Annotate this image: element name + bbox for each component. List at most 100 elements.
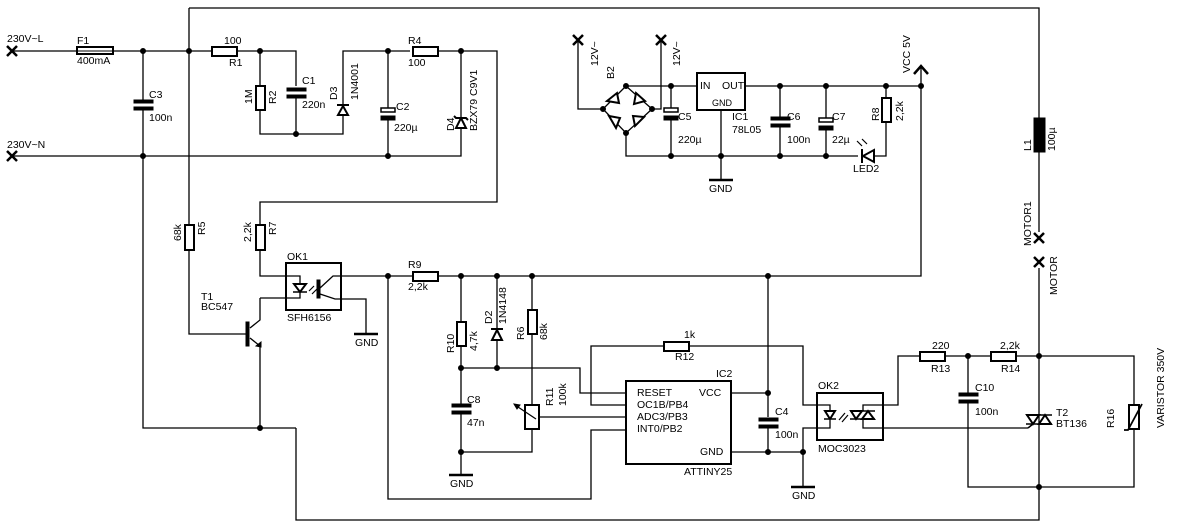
- r5-ref: R5: [196, 221, 208, 235]
- ok2-internals: [817, 404, 883, 429]
- c10-ref: C10: [975, 382, 994, 394]
- regulator-ic1: [696, 72, 746, 111]
- b2-ref: B2: [605, 66, 617, 79]
- r8-ref: R8: [870, 107, 882, 121]
- r9-ref: R9: [408, 259, 422, 271]
- r16-value: VARISTOR 350V: [1155, 348, 1167, 428]
- r12-ref: R12: [675, 351, 694, 363]
- c2-value: 220µ: [394, 122, 418, 134]
- resistor-r7: [255, 224, 266, 251]
- resistor-r9: [412, 271, 439, 282]
- c8-ref: C8: [467, 394, 481, 406]
- r8-value: 2,2k: [894, 100, 906, 121]
- c2-ref: C2: [396, 101, 410, 113]
- c5-value: 220µ: [678, 134, 702, 146]
- resistor-r8: [881, 97, 892, 123]
- d2-ref: D2: [483, 310, 495, 324]
- t1-ref: T1: [201, 291, 213, 303]
- ic2-value: ATTINY25: [684, 466, 732, 478]
- d3-value: 1N4001: [349, 63, 361, 100]
- capacitor-c6: [770, 116, 791, 128]
- r9-value: 2,2k: [408, 281, 429, 293]
- r1-ref: R1: [229, 57, 243, 69]
- t2-ref: T2: [1056, 407, 1068, 419]
- r11-value: 100k: [557, 382, 569, 406]
- ok1-value: SFH6156: [287, 312, 332, 324]
- resistor-r2: [255, 85, 266, 111]
- resistor-r6: [527, 309, 538, 335]
- r10-value: 4,7k: [468, 330, 480, 351]
- c5-ref: C5: [678, 111, 692, 123]
- terminal-motor-label: MOTOR: [1048, 256, 1060, 295]
- terminal-ac-a-label: 12V~: [589, 41, 601, 66]
- triac-t2: [1025, 413, 1053, 429]
- led2-ref: LED2: [853, 163, 879, 175]
- ok2-value: MOC3023: [818, 443, 866, 455]
- diode-d2: [490, 327, 504, 341]
- r14-value: 2,2k: [1000, 340, 1021, 352]
- terminal-vcc-label: VCC 5V: [901, 35, 913, 73]
- ic2-pin-vcc: VCC: [699, 387, 722, 399]
- r14-ref: R14: [1001, 363, 1020, 375]
- f1-value: 400mA: [77, 55, 110, 67]
- resistor-r1: [211, 46, 238, 57]
- junctions: [140, 48, 1042, 490]
- r13-ref: R13: [931, 363, 950, 375]
- d3-ref: D3: [328, 86, 340, 100]
- ic2-pin-reset: RESET: [637, 387, 673, 399]
- d4-value: BZX79 C9V1: [468, 70, 480, 131]
- c6-value: 100n: [787, 134, 811, 146]
- c1-value: 220n: [302, 99, 326, 111]
- c1-ref: C1: [302, 75, 316, 87]
- c7-ref: C7: [832, 111, 846, 123]
- r16-ref: R16: [1105, 409, 1117, 428]
- gnd-label: GND: [450, 478, 474, 490]
- r6-ref: R6: [515, 326, 527, 340]
- microcontroller-ic2: [625, 380, 732, 465]
- ic1-ref: IC1: [732, 111, 749, 123]
- r4-ref: R4: [408, 35, 422, 47]
- electrolytic-capacitor-c5: [663, 107, 679, 121]
- inductor-l1: [1033, 117, 1046, 153]
- ok1-internals: [286, 275, 341, 300]
- f1-ref: F1: [77, 35, 89, 47]
- ic2-pin-int0: INT0/PB2: [637, 423, 683, 435]
- resistor-r4: [412, 46, 439, 57]
- potentiometer-r11: [513, 403, 540, 430]
- diode-d3: [336, 103, 350, 116]
- r12-value: 1k: [684, 329, 696, 341]
- l1-ref: L1: [1022, 139, 1034, 151]
- varistor-r16: [1124, 403, 1143, 431]
- transistor-t1: [245, 321, 262, 348]
- gnd-label: GND: [709, 183, 733, 195]
- gnd-label: GND: [792, 490, 816, 502]
- terminal-motor1-label: MOTOR1: [1022, 201, 1034, 246]
- ic2-pin-oc1b: OC1B/PB4: [637, 399, 689, 411]
- gnd-label: GND: [355, 337, 379, 349]
- l1-value: 100µ: [1046, 127, 1058, 151]
- r2-value: 1M: [243, 89, 255, 104]
- resistor-r14: [990, 351, 1017, 362]
- led-led2: [856, 138, 875, 164]
- r5-value: 68k: [172, 223, 184, 241]
- terminal-x-icons: [6, 34, 1045, 268]
- resistor-r10: [456, 321, 467, 347]
- capacitor-c1: [286, 87, 307, 99]
- bridge-rectifier-b2: [602, 85, 653, 134]
- resistor-r13: [919, 351, 946, 362]
- resistor-r12: [663, 341, 690, 352]
- t1-value: BC547: [201, 301, 233, 313]
- terminal-neutral-label: 230V~N: [7, 139, 45, 151]
- electrolytic-capacitor-c7: [818, 117, 834, 131]
- c6-ref: C6: [787, 111, 801, 123]
- c8-value: 47n: [467, 417, 485, 429]
- r6-value: 68k: [538, 322, 550, 340]
- capacitor-c4: [758, 417, 779, 429]
- r13-value: 220: [932, 340, 950, 352]
- r11-ref: R11: [544, 387, 556, 406]
- r7-ref: R7: [267, 221, 279, 235]
- c3-ref: C3: [149, 89, 163, 101]
- c4-ref: C4: [775, 406, 789, 418]
- capacitor-c3: [133, 99, 154, 111]
- ic2-pin-adc3: ADC3/PB3: [637, 411, 688, 423]
